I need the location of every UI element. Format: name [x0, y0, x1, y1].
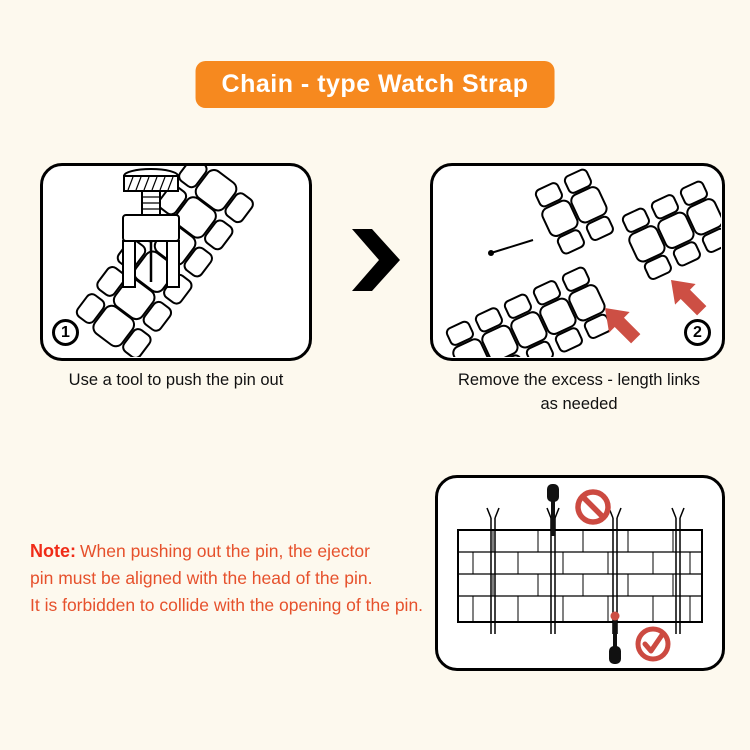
pin-pusher-tool-icon	[122, 168, 180, 288]
next-step-arrow-icon	[352, 229, 400, 291]
step-1-illustration	[71, 166, 259, 357]
note-line-1: Note:When pushing out the pin, the eject…	[30, 538, 450, 565]
red-arrow-icon	[671, 280, 707, 316]
ejector-pins	[486, 507, 685, 634]
step-1-badge: 1	[52, 319, 79, 346]
step-2-panel: 2	[430, 163, 725, 361]
step-2-badge: 2	[684, 319, 711, 346]
red-arrows	[605, 280, 707, 344]
step-1-panel: 1	[40, 163, 312, 361]
red-arrow-icon	[605, 308, 641, 344]
step-1-number: 1	[61, 323, 70, 341]
prohibition-icon	[575, 489, 611, 525]
band-segment-left	[441, 263, 617, 357]
page-title: Chain - type Watch Strap	[221, 70, 529, 98]
step-2-caption: Remove the excess - length links as need…	[457, 371, 701, 413]
step-2-number: 2	[693, 323, 702, 341]
push-pin-top-icon	[547, 484, 559, 536]
band-segment-right	[617, 177, 721, 283]
pin-alignment-illustration	[457, 484, 703, 664]
pin-contact-dot	[610, 611, 620, 621]
note-line-3: It is forbidden to collide with the open…	[30, 595, 424, 615]
loose-pin-icon	[488, 239, 534, 256]
pin-alignment-panel	[435, 475, 725, 671]
note-line-2: pin must be aligned with the head of the…	[30, 568, 373, 588]
title-banner: Chain - type Watch Strap	[195, 61, 555, 108]
step-1-caption: Use a tool to push the pin out	[68, 371, 284, 389]
push-pin-bottom-icon	[609, 616, 621, 664]
note-label: Note:	[30, 541, 76, 561]
step-2-illustration	[441, 166, 721, 357]
watch-band-illustration	[71, 166, 259, 357]
check-icon	[635, 626, 671, 662]
note-text-1: When pushing out the pin, the ejector	[80, 541, 370, 561]
band-cross-section	[457, 529, 703, 623]
note: Note:When pushing out the pin, the eject…	[30, 538, 450, 619]
detached-links-illustration	[530, 166, 619, 258]
